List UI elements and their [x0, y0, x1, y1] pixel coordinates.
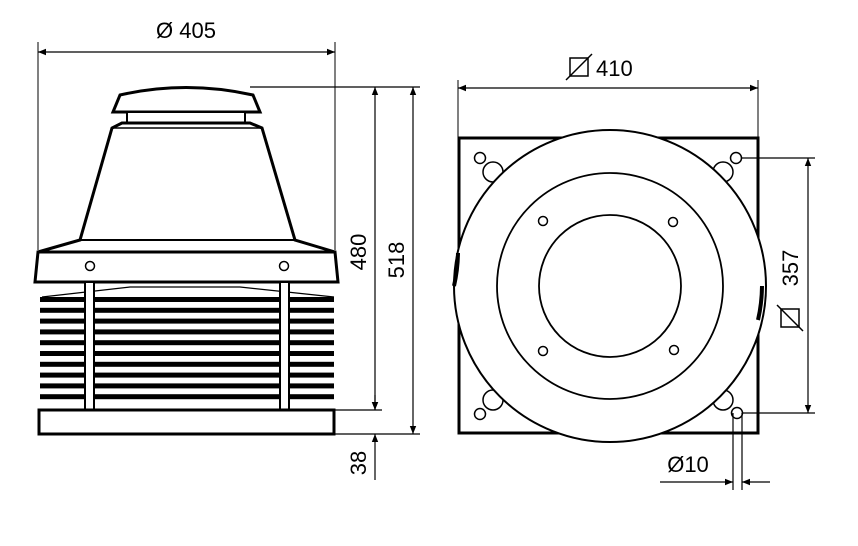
- top-view: [452, 80, 767, 443]
- louver-slat: [40, 307, 334, 313]
- louver-slat: [40, 329, 334, 335]
- hole: [537, 345, 549, 357]
- height-dimension-label: 480: [346, 234, 371, 271]
- louver-slat: [40, 351, 334, 356]
- hole-spacing-label: 357: [778, 250, 803, 287]
- width-dimension-label: Ø 405: [156, 18, 216, 43]
- hole: [537, 215, 549, 227]
- flange-band: [33, 250, 340, 284]
- hole-diameter-label: Ø10: [667, 452, 709, 477]
- hole: [668, 344, 680, 356]
- square-diameter-icon: [565, 53, 593, 81]
- cone: [37, 121, 336, 254]
- hole: [278, 260, 290, 272]
- louver-slat: [40, 361, 334, 367]
- side-dimensions: [38, 48, 420, 480]
- square-size-label: 410: [596, 56, 633, 81]
- top-dimensions: [458, 53, 815, 490]
- square-diameter-icon: [776, 304, 804, 332]
- corner-hole: [473, 407, 487, 421]
- inner-opening: [538, 214, 682, 358]
- louver-slat: [40, 372, 334, 378]
- louver-slat: [40, 383, 334, 389]
- corner-hole: [729, 151, 743, 165]
- louver-slat: [40, 318, 334, 324]
- hole: [667, 216, 679, 228]
- support-rod: [279, 281, 290, 411]
- side-view: [33, 42, 340, 436]
- total-height-dimension-label: 518: [384, 242, 409, 279]
- louver-slat: [40, 297, 334, 302]
- louver-slat: [40, 340, 334, 346]
- support-rod: [84, 281, 95, 411]
- base-height-dimension-label: 38: [346, 451, 371, 475]
- cap: [110, 86, 263, 114]
- louvers: [40, 297, 334, 400]
- corner-hole: [473, 151, 487, 165]
- louver-slat: [40, 394, 334, 400]
- neck: [126, 111, 246, 124]
- hole: [84, 260, 96, 272]
- base-plate: [37, 408, 336, 436]
